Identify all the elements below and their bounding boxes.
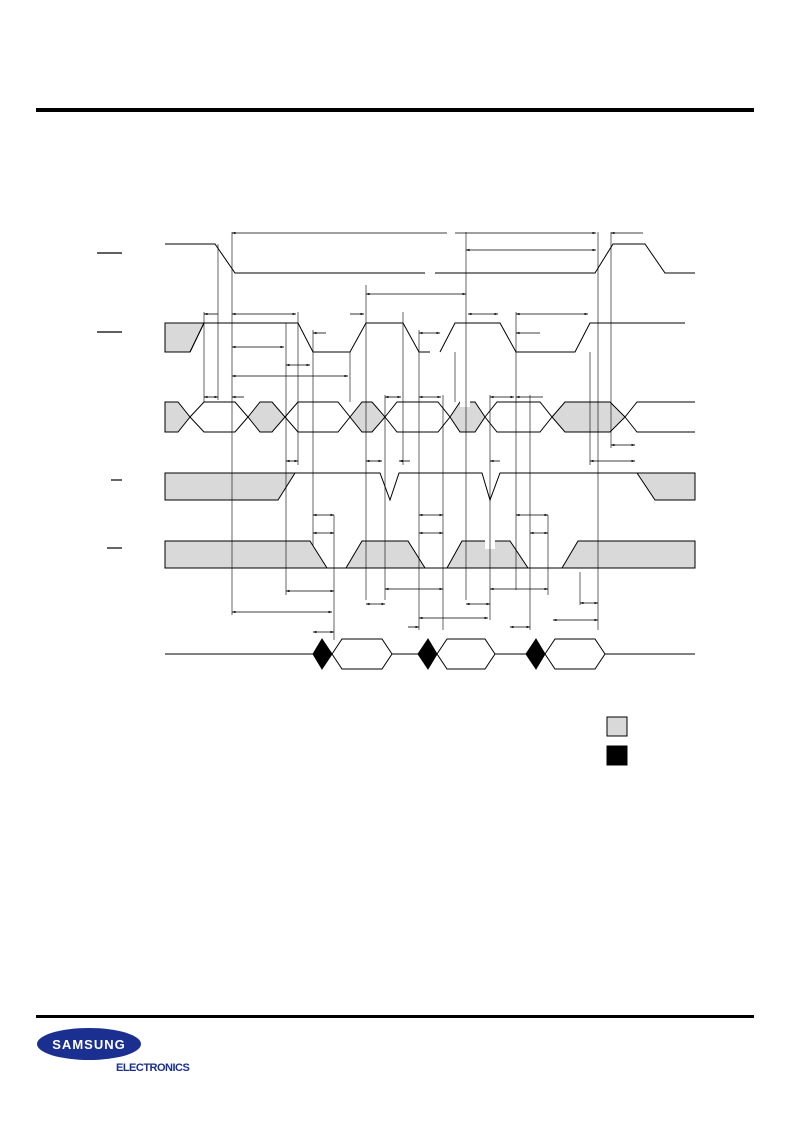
signal-3-bus — [164, 401, 695, 433]
signal-4-waveform — [164, 472, 696, 502]
header-rule — [36, 108, 754, 112]
signal-5-waveform — [164, 540, 696, 569]
signal-6-data — [165, 638, 695, 670]
signal-label-overbars — [97, 252, 122, 549]
footer-rule — [36, 1015, 754, 1018]
electronics-label: ELECTRONICS — [116, 1062, 190, 1074]
timing-reference-lines — [203, 232, 612, 640]
signal-2-waveform — [164, 322, 685, 353]
timing-dimension-arrows — [203, 231, 643, 634]
legend-solid-box — [606, 745, 628, 766]
samsung-logo-text: SAMSUNG — [52, 1037, 125, 1052]
samsung-logo: SAMSUNG — [37, 1028, 141, 1060]
signal-1-waveform — [165, 243, 695, 274]
legend-shaded-box — [606, 716, 628, 737]
